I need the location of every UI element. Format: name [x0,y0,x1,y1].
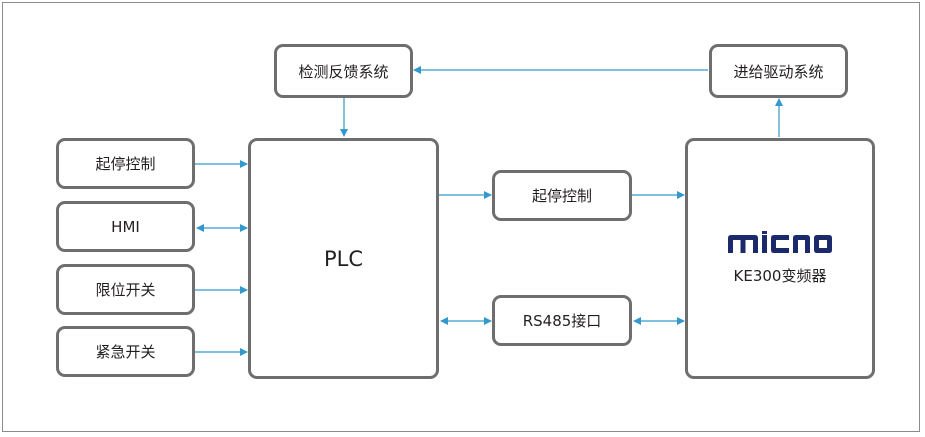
start-stop-control-label-left: 起停控制 [95,155,156,173]
hmi-label: HMI [111,217,140,236]
start-stop-control-box-middle: 起停控制 [492,170,632,221]
vfd-content: KE300变频器 [728,231,832,286]
vfd-box: KE300变频器 [685,138,875,379]
rs485-interface-box: RS485接口 [492,295,632,346]
micno-logo [728,231,832,253]
start-stop-control-box-left: 起停控制 [56,138,195,189]
feedback-system-label: 检测反馈系统 [298,62,389,81]
feedback-system-box: 检测反馈系统 [274,44,413,98]
limit-switch-box: 限位开关 [56,264,195,315]
emergency-switch-label: 紧急开关 [95,343,156,361]
plc-box: PLC [248,138,439,379]
start-stop-control-label-middle: 起停控制 [531,187,592,205]
plc-label: PLC [323,246,364,271]
drive-system-box: 进给驱动系统 [709,44,848,98]
rs485-interface-label: RS485接口 [522,312,602,330]
vfd-model-label: KE300变频器 [733,267,827,285]
hmi-box: HMI [56,201,195,252]
drive-system-label: 进给驱动系统 [733,62,824,81]
emergency-switch-box: 紧急开关 [56,326,195,377]
diagram-frame [2,2,920,432]
limit-switch-label: 限位开关 [95,281,156,299]
